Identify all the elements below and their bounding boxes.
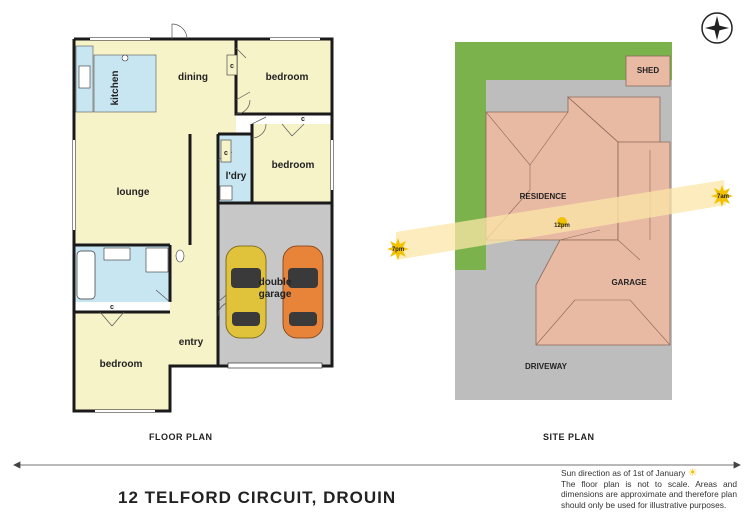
kitchen-island bbox=[93, 54, 157, 113]
bedroom-1-area bbox=[236, 39, 332, 114]
room-label-bedroom-3: bedroom bbox=[100, 359, 143, 370]
bedroom-3-area bbox=[74, 312, 170, 411]
shed bbox=[625, 55, 671, 87]
room-label-bedroom-2: bedroom bbox=[272, 160, 315, 171]
compass-icon bbox=[701, 12, 733, 44]
floor-plan: c c c c kitchen dining bedroom bedroom l… bbox=[72, 23, 334, 413]
door-swings bbox=[99, 23, 305, 327]
garage-door bbox=[227, 362, 323, 369]
car-orange bbox=[282, 245, 324, 339]
site-label-residence: RESIDENCE bbox=[520, 192, 567, 201]
closet-markers: c c c c bbox=[110, 54, 305, 311]
divider-line bbox=[13, 461, 741, 469]
sink-icon bbox=[121, 54, 129, 62]
entry-area bbox=[170, 312, 218, 366]
closet-mark-4: c bbox=[110, 304, 114, 311]
bathtub bbox=[76, 250, 96, 300]
property-address: 12 TELFORD CIRCUIT, DROUIN bbox=[118, 488, 397, 507]
sun-direction-text: Sun direction as of 1st of January bbox=[561, 468, 686, 478]
room-label-entry: entry bbox=[179, 337, 204, 348]
sun-time-7am: 7am bbox=[717, 194, 729, 200]
toilet-icon bbox=[175, 249, 185, 263]
room-label-lounge: lounge bbox=[117, 187, 150, 198]
car-yellow bbox=[225, 245, 267, 339]
shower bbox=[145, 247, 169, 273]
room-label-garage-1: double bbox=[259, 277, 292, 288]
disclaimer-text: The floor plan is not to scale. Areas an… bbox=[561, 478, 737, 510]
sun-icon: ☀ bbox=[687, 467, 698, 479]
sun-time-12pm: 12pm bbox=[554, 223, 570, 229]
closet-mark-3: c bbox=[301, 116, 305, 123]
bedroom-2-area bbox=[252, 124, 332, 203]
room-label-dining: dining bbox=[178, 72, 208, 83]
closet-mark-1: c bbox=[230, 63, 234, 70]
notes-block: Sun direction as of 1st of January ☀ The… bbox=[561, 468, 737, 510]
closet-mark-2: c bbox=[224, 150, 228, 157]
room-label-laundry: l'dry bbox=[226, 171, 247, 182]
room-label-garage-2: garage bbox=[259, 289, 292, 300]
site-label-garage: GARAGE bbox=[611, 278, 647, 287]
floor-plan-caption: FLOOR PLAN bbox=[149, 432, 213, 442]
vanity bbox=[103, 247, 131, 261]
cooktop bbox=[78, 65, 91, 89]
closet-2 bbox=[220, 139, 232, 163]
site-plan-caption: SITE PLAN bbox=[543, 432, 595, 442]
closet-1 bbox=[226, 54, 238, 76]
sun-time-7pm: 7pm bbox=[392, 247, 404, 253]
site-label-shed: SHED bbox=[637, 66, 659, 75]
room-label-bedroom-1: bedroom bbox=[266, 72, 309, 83]
room-label-kitchen: kitchen bbox=[110, 70, 121, 105]
site-label-driveway: DRIVEWAY bbox=[525, 362, 568, 371]
laundry-tub bbox=[219, 185, 233, 201]
windows bbox=[73, 38, 333, 412]
sun-direction-note: Sun direction as of 1st of January ☀ bbox=[561, 468, 737, 479]
sun-icon bbox=[387, 185, 733, 260]
site-plan: SHED RESIDENCE GARAGE DRIVEWAY 7pm 12pm … bbox=[387, 42, 733, 400]
